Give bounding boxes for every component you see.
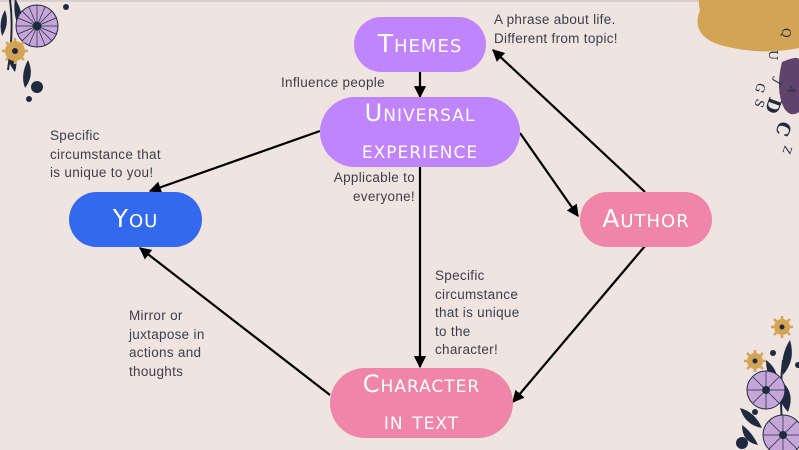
edge-universal-to-author [519, 132, 579, 217]
note-line: Mirror or [129, 308, 183, 323]
note-line: actions and [129, 345, 202, 360]
note-you: Specific circumstance that is unique to … [50, 127, 161, 183]
note-line: to the [435, 323, 471, 339]
svg-text:C: C [770, 118, 795, 139]
note-line: Specific [50, 128, 100, 143]
node-you-label: You [112, 204, 159, 234]
note-themes: A phrase about life. Different from topi… [494, 11, 618, 48]
node-themes[interactable]: Themes [354, 17, 486, 72]
node-author-label: Author [602, 204, 690, 234]
node-universal-line1: Universal [364, 99, 476, 127]
gold-blob-icon [697, 0, 799, 52]
note-line: circumstance that [50, 146, 161, 162]
note-line: is unique to you! [50, 165, 154, 180]
node-themes-label: Themes [377, 29, 463, 59]
rotated-letters: Q U G S J D C Z A [751, 28, 797, 156]
note-character: Specific circumstance that is unique to … [435, 267, 520, 360]
note-line: everyone! [353, 188, 415, 204]
note-line: thoughts [129, 363, 184, 379]
note-line: that is unique [435, 305, 520, 320]
node-author[interactable]: Author [580, 192, 712, 247]
svg-text:Q: Q [779, 28, 793, 38]
note-line: juxtapose in [129, 326, 205, 342]
note-applicable: Applicable to everyone! [315, 169, 415, 206]
note-line: Influence people [281, 75, 385, 90]
note-mirror: Mirror or juxtapose in actions and thoug… [129, 307, 205, 381]
edge-author-to-themes [492, 49, 646, 193]
plum-blob-icon [778, 57, 799, 115]
node-character-in-text[interactable]: Character in text [330, 368, 513, 438]
note-line: Specific [435, 268, 485, 283]
node-you[interactable]: You [69, 192, 202, 247]
svg-text:Z: Z [779, 144, 794, 156]
edge-universal-to-you [148, 129, 321, 194]
note-line: A phrase about life. [494, 12, 616, 27]
note-line: Applicable to [333, 170, 415, 185]
note-line: Different from topic! [494, 30, 618, 46]
node-universal-experience[interactable]: Universal experience [320, 97, 520, 167]
node-universal-line2: experience [361, 136, 479, 164]
node-character-line1: Character [362, 370, 481, 398]
note-line: character! [435, 342, 499, 357]
flower-cluster-top-left-icon [0, 0, 69, 102]
svg-text:D: D [760, 94, 785, 116]
note-influence: Influence people [281, 74, 385, 93]
svg-text:J: J [770, 76, 784, 87]
top-border [0, 0, 799, 2]
node-character-line2: in text [383, 407, 460, 435]
note-line: circumstance [435, 286, 519, 302]
edge-character-to-you [139, 247, 331, 396]
svg-text:G: G [752, 81, 768, 95]
flower-cluster-bottom-right-icon [736, 316, 799, 450]
svg-text:U: U [766, 50, 780, 60]
edge-author-to-character [512, 245, 646, 403]
